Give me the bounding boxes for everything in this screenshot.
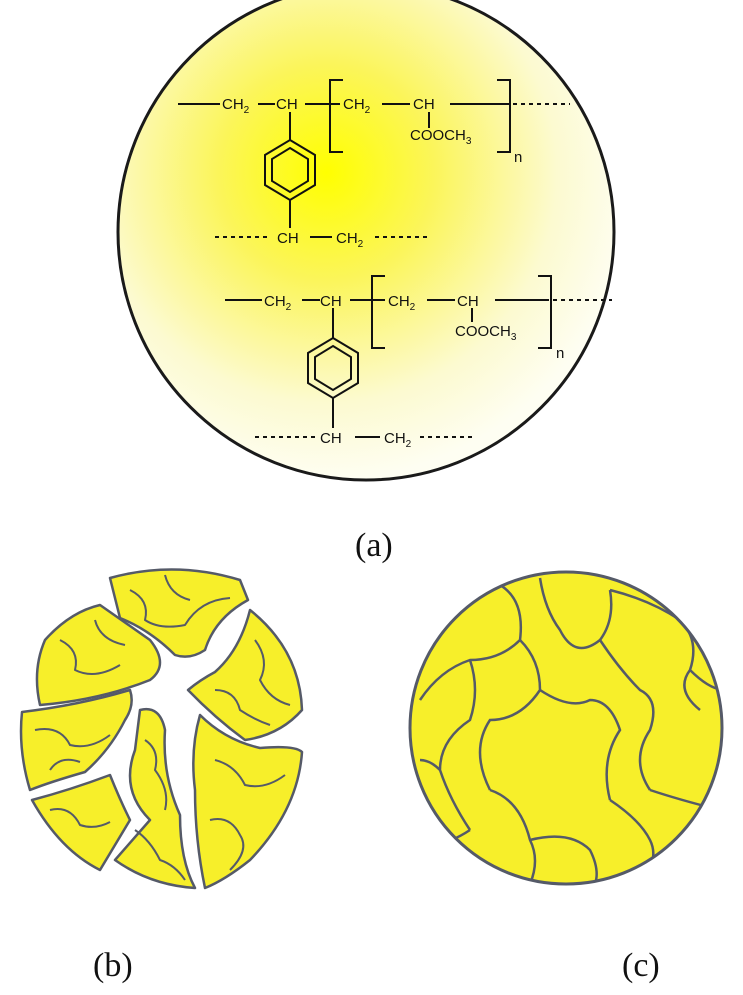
ester-label: COOCH bbox=[455, 323, 511, 340]
sub-3: 3 bbox=[511, 332, 517, 343]
ch-label: CH bbox=[277, 230, 299, 247]
ester-label: COOCH bbox=[410, 127, 466, 144]
svg-text:COOCH3: COOCH3 bbox=[410, 127, 472, 147]
particle-circle bbox=[116, 0, 616, 482]
svg-text:CH2: CH2 bbox=[384, 430, 412, 450]
ch-label: CH bbox=[413, 96, 435, 113]
svg-text:CH2: CH2 bbox=[343, 96, 371, 116]
caption-c: (c) bbox=[622, 947, 660, 984]
sub-2: 2 bbox=[406, 439, 412, 450]
ch2-label: CH bbox=[384, 430, 406, 447]
fragment-left bbox=[19, 688, 133, 792]
sub-2: 2 bbox=[365, 105, 371, 116]
ch-label: CH bbox=[457, 293, 479, 310]
domain-boundaries-b bbox=[34, 574, 291, 881]
ch2-label: CH bbox=[343, 96, 365, 113]
ch2-label: CH bbox=[388, 293, 410, 310]
caption-a: (a) bbox=[355, 527, 393, 564]
domain-boundaries-c bbox=[418, 577, 722, 884]
intact-particle bbox=[410, 572, 722, 884]
fragment-lower-left bbox=[30, 773, 132, 872]
sub-2: 2 bbox=[410, 302, 416, 313]
polymer-labels-lower: CH2 CH CH2 CH COOCH3 n CH CH2 bbox=[264, 293, 564, 450]
fragment-center bbox=[113, 707, 197, 890]
ch-label: CH bbox=[320, 430, 342, 447]
panel-c bbox=[408, 570, 724, 886]
fragment-lower-right bbox=[192, 713, 304, 890]
svg-text:CH2: CH2 bbox=[264, 293, 292, 313]
repeat-n-label: n bbox=[514, 149, 522, 166]
sub-3: 3 bbox=[466, 136, 472, 147]
polymer-chain-upper bbox=[178, 79, 570, 238]
panel-b bbox=[19, 568, 304, 890]
sub-2: 2 bbox=[358, 239, 364, 250]
svg-text:CH2: CH2 bbox=[336, 230, 364, 250]
ch2-label: CH bbox=[336, 230, 358, 247]
ch2-label: CH bbox=[264, 293, 286, 310]
sub-2: 2 bbox=[244, 105, 250, 116]
svg-text:CH2: CH2 bbox=[388, 293, 416, 313]
svg-text:COOCH3: COOCH3 bbox=[455, 323, 517, 343]
polymer-chain-lower bbox=[225, 275, 612, 438]
sub-2: 2 bbox=[286, 302, 292, 313]
fragment-upper-left bbox=[35, 603, 162, 707]
ch2-label: CH bbox=[222, 96, 244, 113]
polymer-labels-upper: CH2 CH CH2 CH COOCH3 n CH CH2 bbox=[222, 96, 522, 250]
fragment-top bbox=[108, 568, 250, 658]
ch-label: CH bbox=[320, 293, 342, 310]
ch-label: CH bbox=[276, 96, 298, 113]
svg-text:CH2: CH2 bbox=[222, 96, 250, 116]
panel-a: CH2 CH CH2 CH COOCH3 n CH CH2 bbox=[116, 0, 616, 564]
repeat-n-label: n bbox=[556, 345, 564, 362]
fragment-upper-right bbox=[186, 608, 304, 742]
caption-b: (b) bbox=[93, 947, 133, 984]
